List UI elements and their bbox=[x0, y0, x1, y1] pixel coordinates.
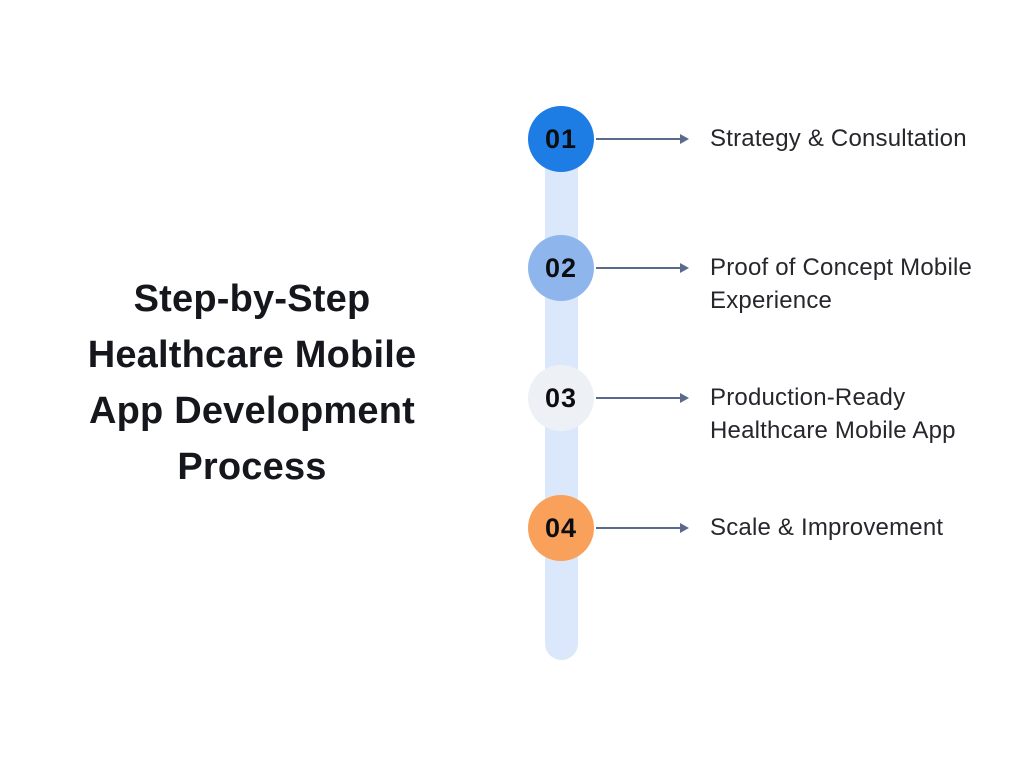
step-circle-02: 02 bbox=[528, 235, 594, 301]
step-number: 03 bbox=[544, 382, 578, 413]
step-number: 01 bbox=[544, 123, 578, 154]
arrow-connector bbox=[596, 393, 689, 403]
step-label-line: Scale & Improvement bbox=[710, 514, 944, 541]
page-title: Step-by-Step Healthcare Mobile App Devel… bbox=[52, 271, 452, 495]
page-title-line: App Development bbox=[88, 390, 416, 432]
step-label: Production-Ready Healthcare Mobile App bbox=[710, 381, 1010, 447]
step-circle-04: 04 bbox=[528, 495, 594, 561]
arrow-connector bbox=[596, 523, 689, 533]
step-label-line: Healthcare Mobile App bbox=[710, 417, 956, 444]
step-circle-01: 01 bbox=[528, 106, 594, 172]
step-number: 04 bbox=[544, 512, 578, 543]
step-label-line: Strategy & Consultation bbox=[710, 125, 967, 152]
step-label: Proof of Concept Mobile Experience bbox=[710, 251, 1010, 317]
page-title-line: Process bbox=[177, 446, 327, 488]
step-label: Strategy & Consultation bbox=[710, 122, 1010, 155]
arrow-connector bbox=[596, 263, 689, 273]
step-label: Scale & Improvement bbox=[710, 511, 1010, 544]
page-title-line: Healthcare Mobile bbox=[87, 334, 417, 376]
step-label-line: Experience bbox=[710, 287, 833, 314]
arrow-connector bbox=[596, 134, 689, 144]
step-circle-03: 03 bbox=[528, 365, 594, 431]
step-label-line: Proof of Concept Mobile bbox=[710, 254, 973, 281]
step-number: 02 bbox=[544, 252, 578, 283]
page-title-line: Step-by-Step bbox=[133, 278, 371, 320]
step-label-line: Production-Ready bbox=[710, 384, 906, 411]
